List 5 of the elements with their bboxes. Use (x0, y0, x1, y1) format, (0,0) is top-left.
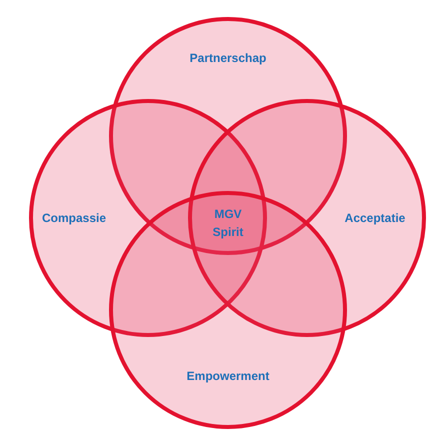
circle-label: Acceptatie (344, 211, 406, 225)
circle-label: Compassie (42, 211, 106, 225)
center-label: MGV Spirit (212, 206, 244, 241)
circle-label: Empowerment (186, 369, 270, 383)
circle-label: Partnerschap (190, 51, 266, 65)
